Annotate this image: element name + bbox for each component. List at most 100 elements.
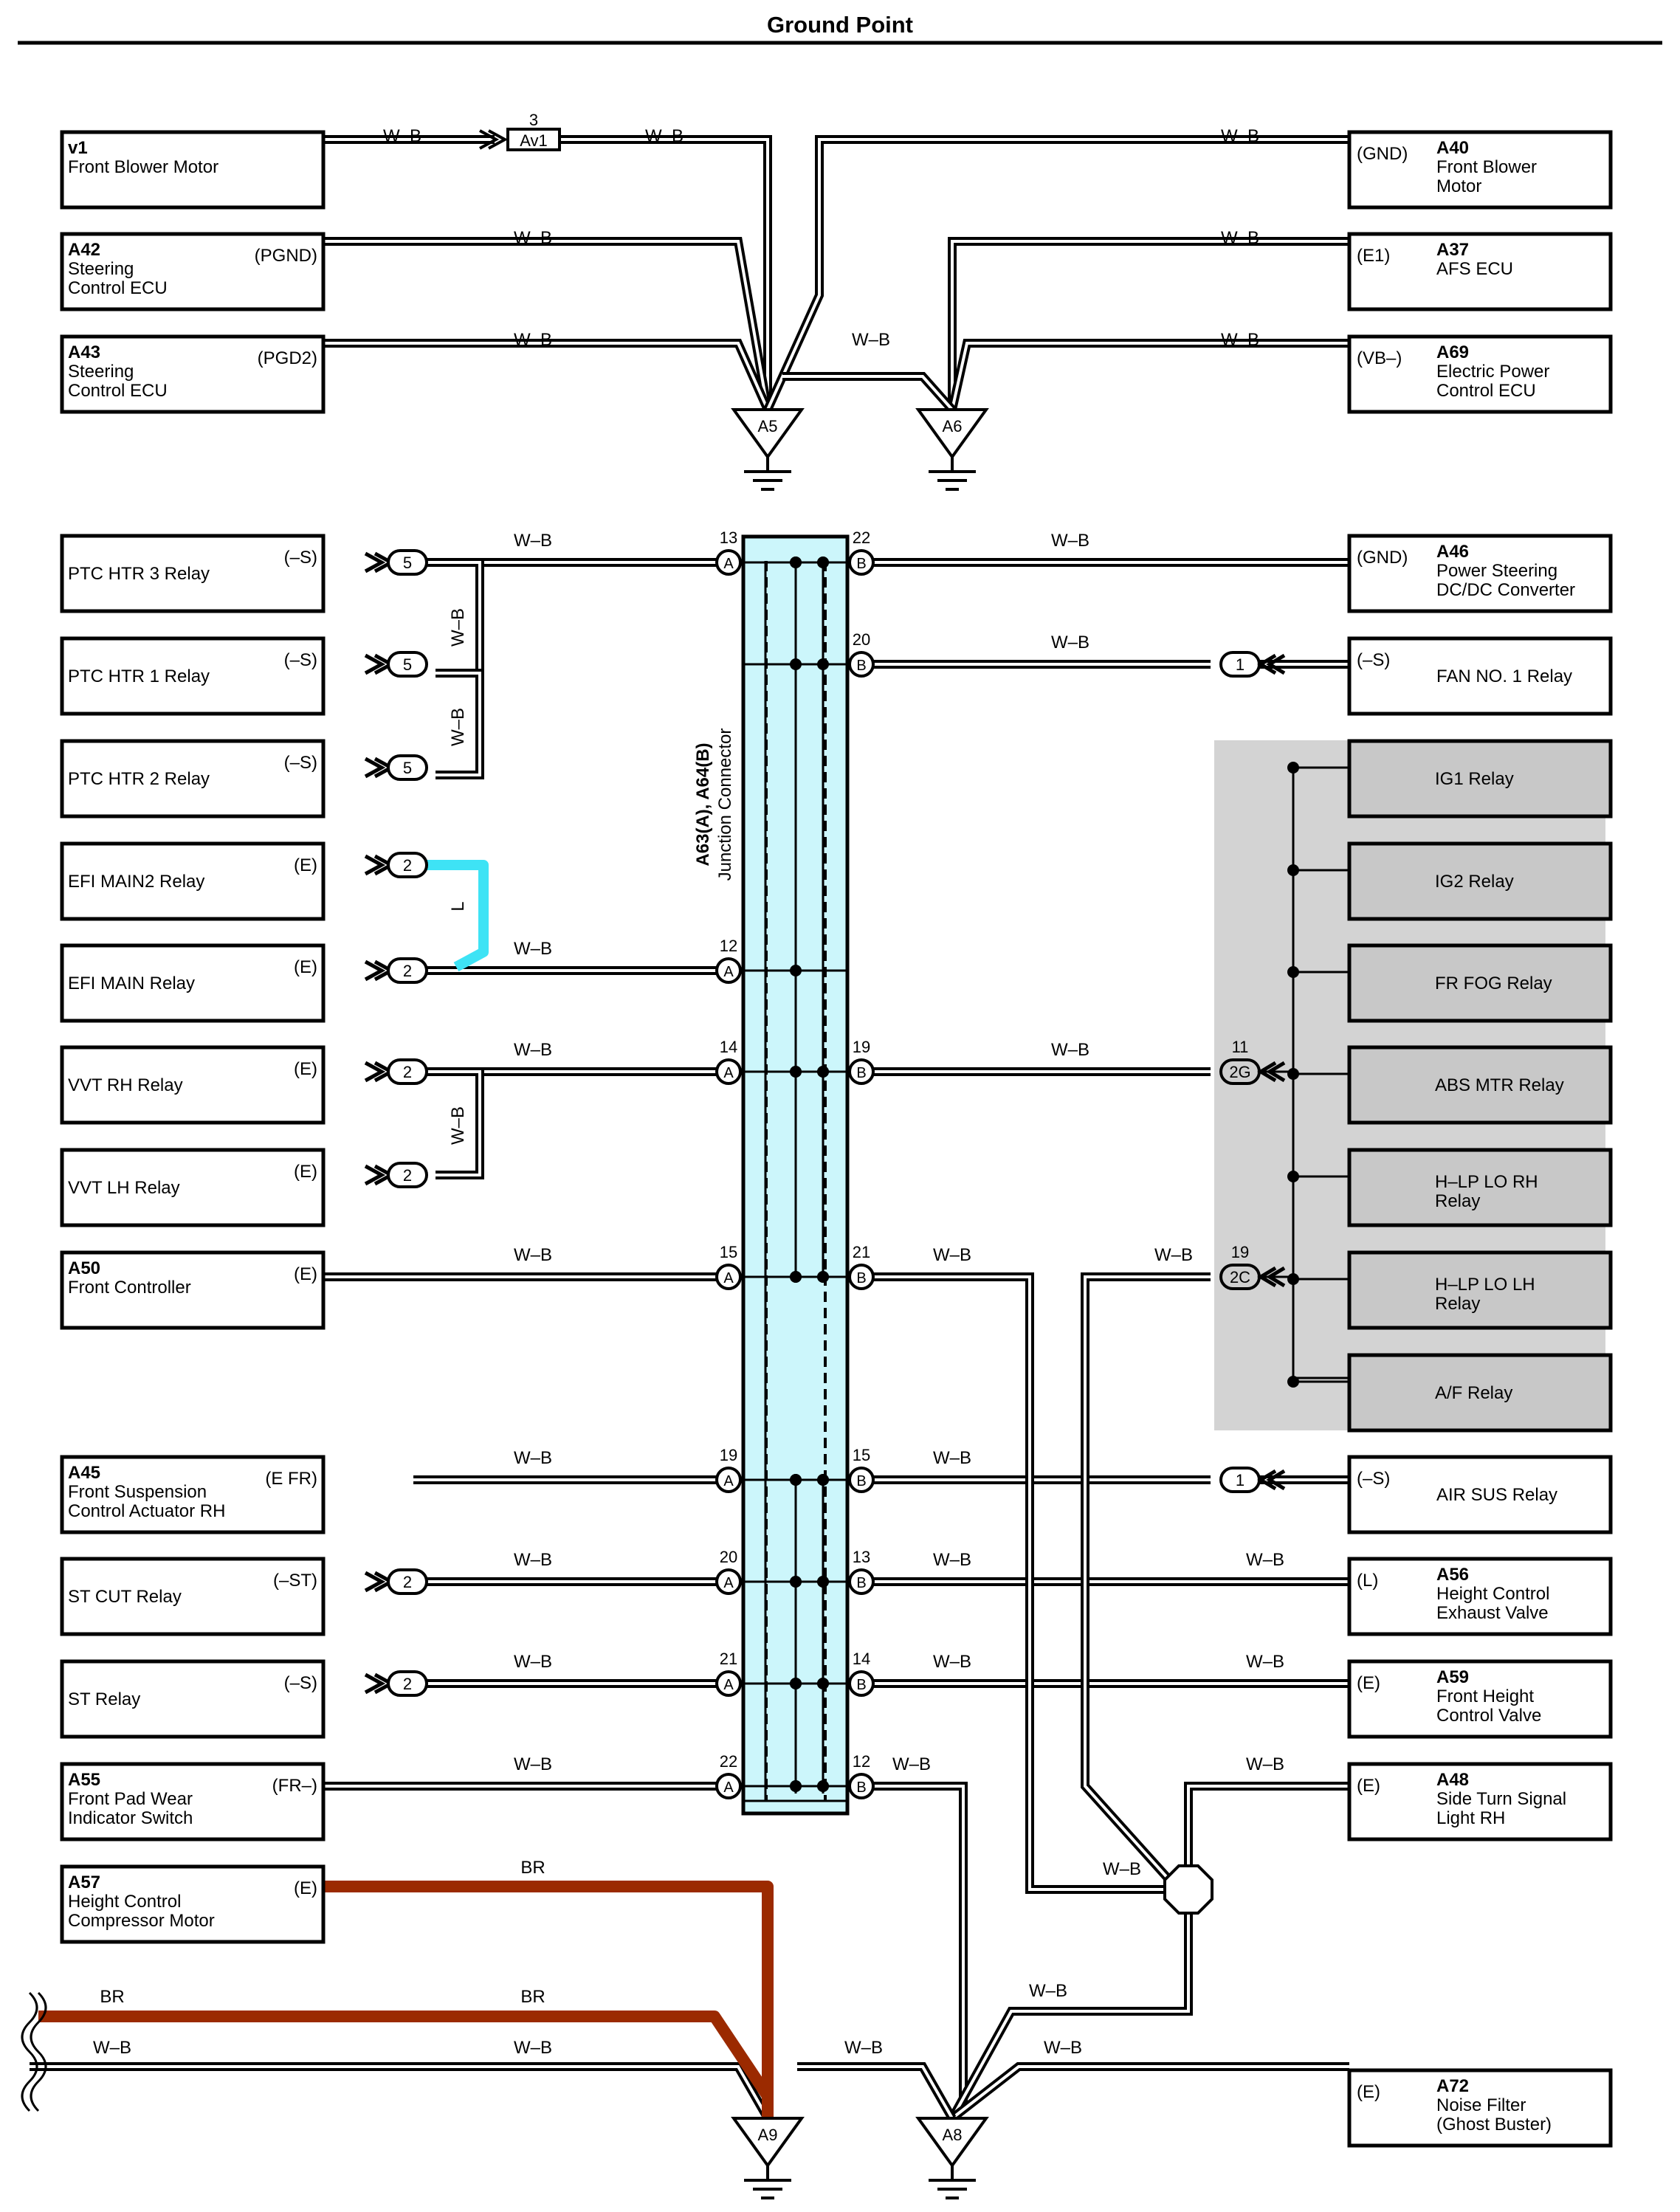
component-name: Control Valve [1436, 1706, 1541, 1726]
wire-color-label: BR [520, 1858, 545, 1878]
jc-pin-letter: B [856, 1270, 866, 1286]
component-box [60, 1045, 326, 1125]
component-name: FAN NO. 1 Relay [1436, 666, 1572, 686]
wire-color-label: W–B [1246, 1754, 1284, 1774]
connector-pin-label: 2C [1230, 1268, 1250, 1286]
connector-av1 [506, 128, 561, 151]
jc-pin-number: 15 [720, 1243, 737, 1261]
wire-color-label: W–B [852, 330, 890, 350]
component-box [60, 534, 326, 613]
ground-label-a8: A8 [943, 2126, 963, 2144]
connector-pin-label: 5 [403, 759, 412, 777]
jc-pin-letter: B [856, 1575, 866, 1591]
component-name: Height Control [1436, 1584, 1549, 1604]
wire-color-label: L [448, 901, 468, 911]
wire-color-label: W–B [514, 2038, 552, 2058]
component-box [60, 1864, 326, 1944]
component-pin: (FR–) [272, 1776, 317, 1796]
wire-wb-core [951, 1913, 1190, 2119]
wire-l [413, 860, 489, 972]
component-left-6: EFI MAIN2 Relay(E) [60, 841, 326, 921]
splice-dot [1287, 1068, 1299, 1080]
component-pin: (E) [294, 855, 317, 875]
jc-pin-left [715, 549, 742, 576]
component-code: v1 [68, 138, 88, 158]
component-code: A72 [1436, 2076, 1469, 2096]
component-box [60, 130, 326, 210]
jc-pin-left [715, 1568, 742, 1595]
connector-pin [387, 1670, 428, 1697]
junction-connector-name: Junction Connector [715, 728, 735, 881]
jc-pin-number: 13 [720, 528, 737, 547]
connector-pin-label: 2 [403, 1063, 412, 1081]
relay-box [1347, 841, 1613, 921]
jc-pin-letter: A [723, 556, 734, 572]
splice-dot [790, 1271, 802, 1283]
connector-pin [387, 1568, 428, 1595]
component-left-7: EFI MAIN Relay(E) [60, 943, 326, 1023]
relay-name: Relay [1435, 1191, 1480, 1211]
component-left-5: PTC HTR 2 Relay(–S) [60, 739, 326, 819]
component-name: Control ECU [68, 381, 168, 401]
component-code: A37 [1436, 240, 1469, 260]
jc-pin-letter: A [723, 1473, 734, 1489]
connectors: Av13555222222A13A12A14A15A19A20A21A22B22… [364, 111, 1286, 1799]
wire-wb-core [323, 342, 769, 410]
component-name: ST Relay [68, 1689, 140, 1709]
jc-pin-letter: B [856, 658, 866, 674]
relay-box [1347, 1148, 1613, 1227]
component-name: Control ECU [68, 278, 168, 298]
connector-pin [387, 754, 428, 781]
jc-pin-letter: A [723, 1065, 734, 1081]
component-box [1347, 2068, 1613, 2148]
wire-color-label: W–B [1103, 1859, 1141, 1879]
break-mark [30, 1991, 47, 2112]
jc-pin-number: 21 [720, 1650, 737, 1668]
splice-dot [817, 1780, 829, 1792]
component-box [1347, 534, 1613, 613]
ground-point-a5: A5 [732, 408, 803, 491]
jc-pin-right [848, 1058, 875, 1085]
jc-pin-number: 14 [853, 1650, 870, 1668]
component-pin: (PGD2) [258, 348, 317, 368]
wire-color-label: W–B [933, 1550, 971, 1570]
relay-box [1347, 1353, 1613, 1433]
ground-point-a9: A9 [732, 2117, 803, 2199]
wire-br [323, 1881, 774, 2118]
jc-pin-number: 20 [853, 630, 870, 649]
splice-dot [817, 1066, 829, 1078]
component-pin: (E1) [1357, 246, 1390, 266]
wire-color-label: W–B [933, 1448, 971, 1468]
wire-wb [797, 2062, 957, 2120]
component-name: Electric Power [1436, 362, 1549, 382]
component-name: EFI MAIN Relay [68, 974, 195, 993]
component-box [1347, 636, 1613, 716]
component-box [60, 636, 326, 716]
jc-pin-right [848, 549, 875, 576]
arrow-icon [1257, 1469, 1286, 1491]
wire-color-label: W–B [514, 1448, 552, 1468]
splice-dot [817, 1271, 829, 1283]
wire-color-label: BR [520, 1987, 545, 2007]
wire-color-label: W–B [1051, 1040, 1089, 1060]
component-name: PTC HTR 2 Relay [68, 769, 210, 789]
component-name: ST CUT Relay [68, 1587, 182, 1607]
splice-dot [790, 965, 802, 976]
wire-color-label: W–B [1221, 228, 1259, 248]
wire-color-label: W–B [514, 330, 552, 350]
component-code: A56 [1436, 1565, 1469, 1585]
component-box [1347, 334, 1613, 414]
splice-dot [817, 1474, 829, 1486]
jc-pin-letter: A [723, 1779, 734, 1796]
component-pin: (–S) [284, 1673, 317, 1693]
splice-dot [817, 1576, 829, 1588]
component-pin: (GND) [1357, 144, 1408, 164]
splice-dot [1287, 1273, 1299, 1285]
component-name: Height Control [68, 1892, 181, 1912]
component-box [60, 1148, 326, 1227]
